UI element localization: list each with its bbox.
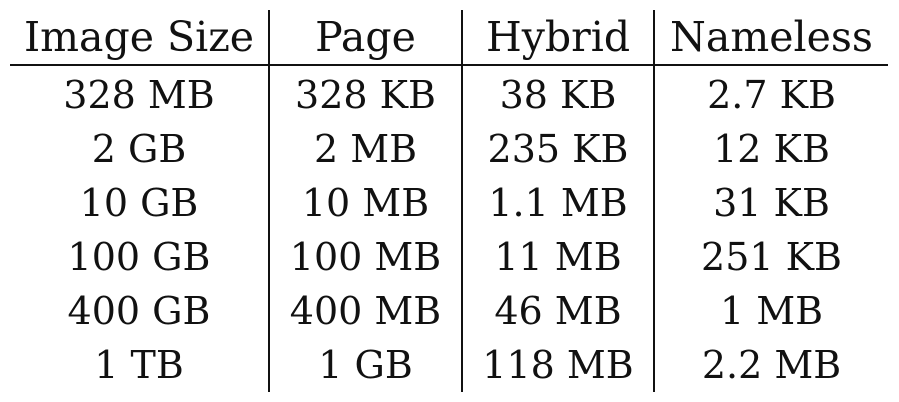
size-comparison-table-container: Image Size Page Hybrid Nameless 328 MB 3… bbox=[10, 10, 888, 398]
table-row: 1 TB 1 GB 118 MB 2.2 MB bbox=[10, 338, 888, 392]
table-cell-page: 100 MB bbox=[269, 230, 463, 284]
table-cell-image-size: 100 GB bbox=[10, 230, 270, 284]
table-cell-page: 2 MB bbox=[269, 122, 463, 176]
table-cell-image-size: 328 MB bbox=[10, 65, 270, 122]
column-header-nameless: Nameless bbox=[654, 10, 888, 66]
table-row: 328 MB 328 KB 38 KB 2.7 KB bbox=[10, 65, 888, 122]
table-row: 10 GB 10 MB 1.1 MB 31 KB bbox=[10, 176, 888, 230]
table-row: 400 GB 400 MB 46 MB 1 MB bbox=[10, 284, 888, 338]
table-cell-nameless: 12 KB bbox=[713, 127, 830, 171]
table-cell-page: 400 MB bbox=[269, 284, 463, 338]
table-cell-page: 10 MB bbox=[269, 176, 463, 230]
table-cell-hybrid: 46 MB bbox=[462, 284, 655, 338]
table-cell-page: 1 GB bbox=[269, 338, 463, 392]
table-row: 2 GB 2 MB 235 KB 12 KB bbox=[10, 122, 888, 176]
table-cell-nameless: 1 MB bbox=[719, 289, 824, 333]
table-cell-nameless: 2.7 KB bbox=[707, 73, 836, 117]
table-cell-hybrid: 118 MB bbox=[462, 338, 655, 392]
header-row: Image Size Page Hybrid Nameless bbox=[10, 10, 888, 66]
column-header-hybrid: Hybrid bbox=[462, 10, 655, 66]
column-header-image-size: Image Size bbox=[10, 10, 270, 66]
table-cell-nameless: 251 KB bbox=[701, 235, 842, 279]
table-cell-image-size: 1 TB bbox=[10, 338, 270, 392]
table-cell-hybrid: 235 KB bbox=[462, 122, 655, 176]
table-cell-hybrid: 11 MB bbox=[462, 230, 655, 284]
table-header: Image Size Page Hybrid Nameless bbox=[10, 10, 888, 66]
table-cell-image-size: 2 GB bbox=[10, 122, 270, 176]
size-comparison-table: Image Size Page Hybrid Nameless 328 MB 3… bbox=[10, 10, 888, 392]
column-header-page: Page bbox=[269, 10, 463, 66]
table-cell-nameless: 2.2 MB bbox=[701, 343, 842, 387]
table-cell-image-size: 400 GB bbox=[10, 284, 270, 338]
table-cell-image-size: 10 GB bbox=[10, 176, 270, 230]
table-cell-page: 328 KB bbox=[269, 65, 463, 122]
table-row: 100 GB 100 MB 11 MB 251 KB bbox=[10, 230, 888, 284]
table-cell-hybrid: 1.1 MB bbox=[462, 176, 655, 230]
table-cell-hybrid: 38 KB bbox=[462, 65, 655, 122]
table-body: 328 MB 328 KB 38 KB 2.7 KB 2 GB 2 MB 235… bbox=[10, 65, 888, 392]
table-cell-nameless: 31 KB bbox=[713, 181, 830, 225]
